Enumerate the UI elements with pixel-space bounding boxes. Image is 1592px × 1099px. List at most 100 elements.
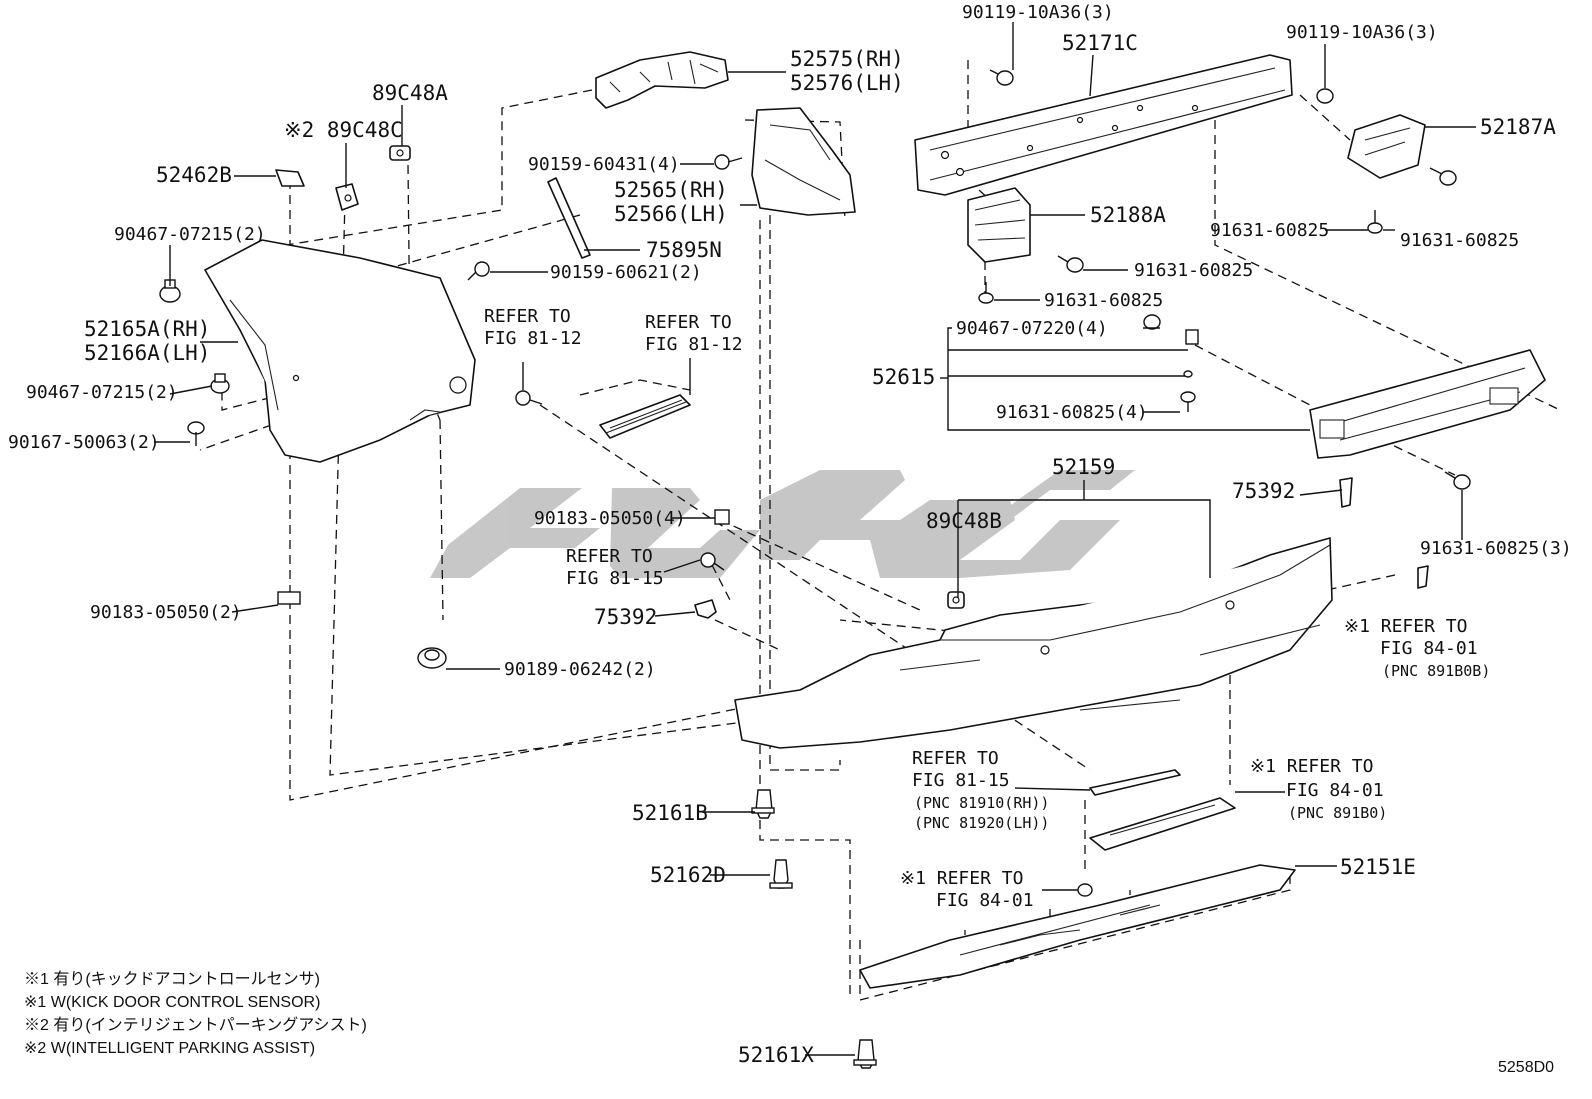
footnote-2-jp: ※2 有り(インテリジェントパーキングアシスト): [24, 1016, 367, 1034]
label-refer-84-01-b-3: (PNC 891B0): [1288, 804, 1387, 822]
sensor-75392-right: [1339, 477, 1353, 508]
label-refer-81-15-b-2: FIG 81-15: [912, 770, 1010, 791]
label-52187a: 52187A: [1480, 115, 1556, 139]
bolt-91631-60825-52188a: [1057, 255, 1084, 273]
label-89c48a: 89C48A: [372, 81, 448, 105]
clip-89c48a: [389, 145, 411, 161]
footnote-1-jp: ※1 有り(キックドアコントロールセンサ): [24, 970, 320, 988]
bracket-52565: [751, 107, 856, 216]
screw-refer-81-12: [515, 390, 543, 406]
label-91631-60825-b: 91631-60825: [1400, 230, 1519, 251]
label-refer-84-01-c-1: ※1 REFER TO: [900, 868, 1023, 889]
part-labels: 52575(RH) 52576(LH) 89C48A ※2 89C48C 524…: [8, 2, 1572, 1067]
footnote-1-en: ※1 W(KICK DOOR CONTROL SENSOR): [24, 994, 320, 1011]
sensor-refer-84-01-b: [1417, 565, 1429, 589]
label-52161x: 52161X: [738, 1043, 814, 1067]
label-refer-84-01-a-3: (PNC 891B0B): [1382, 662, 1490, 680]
garnish-refer-81-15: [1089, 769, 1181, 796]
label-91631-60825-d: 91631-60825: [1044, 290, 1163, 311]
sensor-75392-left: [694, 599, 717, 619]
pad-52462b: [275, 169, 305, 187]
label-90183-05050-2: 90183-05050(2): [90, 602, 242, 623]
label-75392-left: 75392: [594, 605, 657, 629]
diagram-code: 5258D0: [1498, 1059, 1554, 1076]
label-52161b: 52161B: [632, 801, 708, 825]
label-52165a: 52165A(RH): [84, 317, 210, 341]
label-91631-60825-c: 91631-60825: [1134, 260, 1253, 281]
reinforcement-52171c: [914, 54, 1293, 196]
label-90119-10a36-right: 90119-10A36(3): [1286, 22, 1438, 43]
label-91631-60825-3: 91631-60825(3): [1420, 538, 1572, 559]
watermark-logo: [430, 470, 1135, 578]
screw-refer-81-15: [700, 552, 725, 571]
label-refer-84-01-c-2: FIG 84-01: [936, 890, 1034, 911]
label-75392-right: 75392: [1232, 479, 1295, 503]
screw-90159-60431: [714, 154, 743, 170]
label-refer-81-12-a-1: REFER TO: [484, 306, 571, 327]
label-90167-50063: 90167-50063(2): [8, 432, 160, 453]
label-90159-60431: 90159-60431(4): [528, 154, 680, 175]
bolt-90119-10a36-right: [1316, 88, 1334, 104]
label-refer-81-15-b-4: (PNC 81920(LH)): [914, 814, 1049, 832]
label-90189-06242: 90189-06242(2): [504, 659, 656, 680]
nut-90183-05050-2: [277, 591, 301, 605]
bracket-52188a: [967, 187, 1031, 263]
clip-90467-07220: [1143, 314, 1161, 330]
clip-52161b: [751, 789, 775, 819]
clip-90189-06242: [417, 647, 447, 669]
strip-75895n: [547, 177, 591, 259]
bolt-90119-10a36-left: [989, 69, 1014, 86]
sensor-bracket-refer-84-01: [1077, 797, 1236, 897]
label-refer-81-15-b-1: REFER TO: [912, 748, 999, 769]
footnote-2-en: ※2 W(INTELLIGENT PARKING ASSIST): [24, 1040, 315, 1057]
reflector-refer-81-12: [599, 394, 691, 439]
label-90119-10a36-left: 90119-10A36(3): [962, 2, 1114, 23]
assembly-lines: [199, 60, 1561, 1001]
label-52151e: 52151E: [1340, 855, 1416, 879]
label-52462b: 52462B: [156, 163, 232, 187]
label-90159-60621: 90159-60621(2): [550, 262, 702, 283]
label-52615: 52615: [872, 365, 935, 389]
label-52565: 52565(RH): [614, 178, 728, 202]
label-52159: 52159: [1052, 455, 1115, 479]
label-refer-81-12-b-2: FIG 81-12: [645, 334, 743, 355]
label-refer-81-15-a-2: FIG 81-15: [566, 568, 664, 589]
label-52576: 52576(LH): [790, 71, 904, 95]
label-refer-81-15-a-1: REFER TO: [566, 546, 653, 567]
label-91631-60825-a: 91631-60825: [1210, 220, 1329, 241]
bracket-52187a: [1347, 114, 1426, 179]
clip-52162d: [769, 859, 793, 889]
screw-90159-60621: [467, 261, 490, 281]
label-52566: 52566(LH): [614, 202, 728, 226]
label-52188a: 52188A: [1090, 203, 1166, 227]
under-cover-52151e: [859, 864, 1296, 989]
label-refer-84-01-a-1: ※1 REFER TO: [1344, 616, 1467, 637]
label-75895n: 75895N: [646, 238, 722, 262]
label-refer-84-01-b-1: ※1 REFER TO: [1250, 756, 1373, 777]
clip-52615-small: [1183, 329, 1199, 378]
clip-52161x: [853, 1039, 877, 1069]
clip-89c48b: [947, 591, 965, 609]
label-52575: 52575(RH): [790, 47, 904, 71]
screw-90167-50063: [187, 421, 205, 446]
bolt-91631-60825-lower-right: [1367, 210, 1383, 234]
label-52171c: 52171C: [1062, 31, 1138, 55]
label-90467-07215-lower: 90467-07215(2): [26, 382, 178, 403]
nut-90183-05050-4: [714, 509, 730, 525]
retainer-bracket-52575: [595, 51, 729, 109]
label-refer-84-01-a-2: FIG 84-01: [1380, 638, 1478, 659]
label-refer-84-01-b-2: FIG 84-01: [1286, 780, 1384, 801]
side-bumper-52165a: [204, 239, 476, 463]
label-89c48c: ※2 89C48C: [284, 118, 403, 142]
label-refer-81-12-b-1: REFER TO: [645, 312, 732, 333]
label-52162d: 52162D: [650, 863, 726, 887]
bolt-91631-60825-4: [1180, 391, 1196, 412]
leader-lines: [154, 22, 1476, 1056]
bolt-91631-60825-under: [978, 282, 994, 304]
clip-89c48c: [335, 183, 359, 211]
absorber-52615: [1309, 349, 1546, 459]
label-89c48b: 89C48B: [926, 509, 1002, 533]
footnotes: ※1 有り(キックドアコントロールセンサ) ※1 W(KICK DOOR CON…: [24, 970, 367, 1057]
label-90467-07220: 90467-07220(4): [956, 318, 1108, 339]
